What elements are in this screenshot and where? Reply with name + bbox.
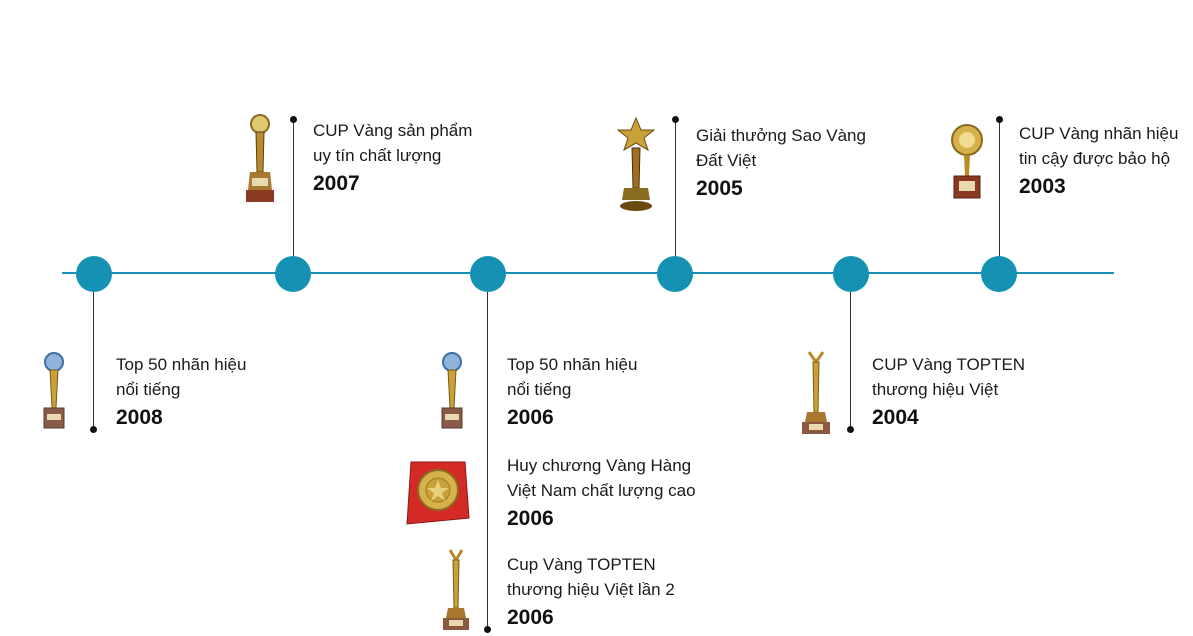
award-description: Việt Nam chất lượng cao	[507, 481, 696, 500]
award-description: Huy chương Vàng Hàng	[507, 456, 692, 475]
award-2006-topten: Cup Vàng TOPTEN thương hiệu Việt lần 2 2…	[507, 552, 675, 633]
connector-2003	[999, 120, 1000, 256]
award-description: Cup Vàng TOPTEN	[507, 555, 656, 574]
connector-dot-2003	[996, 116, 1003, 123]
timeline-node-2003	[981, 256, 1017, 292]
connector-2006	[487, 292, 488, 629]
award-2006-medal: Huy chương Vàng Hàng Việt Nam chất lượng…	[507, 453, 696, 534]
award-description: tin cậy được bảo hộ	[1019, 149, 1171, 168]
connector-dot-2007	[290, 116, 297, 123]
award-year: 2006	[507, 406, 554, 429]
connector-2007	[293, 120, 294, 256]
trophy-icon	[443, 549, 469, 630]
medal-icon	[406, 461, 470, 525]
award-description: nổi tiếng	[116, 380, 181, 399]
award-description: thương hiệu Việt	[872, 380, 999, 399]
award-year: 2003	[1019, 175, 1066, 198]
round-trophy-icon	[951, 124, 983, 199]
award-description: Giải thưởng Sao Vàng	[696, 126, 866, 145]
connector-2005	[675, 120, 676, 256]
star-trophy-icon	[616, 116, 656, 211]
award-description: CUP Vàng nhãn hiệu	[1019, 124, 1179, 143]
connector-dot-2005	[672, 116, 679, 123]
award-year: 2006	[507, 507, 554, 530]
award-description: nổi tiếng	[507, 380, 572, 399]
connector-dot-2008	[90, 426, 97, 433]
award-2007: CUP Vàng sản phẩm uy tín chất lượng 2007	[313, 118, 472, 199]
award-2003: CUP Vàng nhãn hiệu tin cậy được bảo hộ 2…	[1019, 121, 1178, 202]
award-description: Top 50 nhãn hiệu	[507, 355, 638, 374]
award-year: 2007	[313, 172, 360, 195]
connector-2004	[850, 292, 851, 429]
award-description: Top 50 nhãn hiệu	[116, 355, 247, 374]
timeline-node-2007	[275, 256, 311, 292]
award-year: 2004	[872, 406, 919, 429]
timeline-node-2006	[470, 256, 506, 292]
award-2008: Top 50 nhãn hiệu nổi tiếng 2008	[116, 352, 246, 433]
timeline-node-2004	[833, 256, 869, 292]
trophy-icon	[246, 114, 274, 202]
award-year: 2008	[116, 406, 163, 429]
timeline-node-2008	[76, 256, 112, 292]
trophy-icon	[43, 352, 65, 429]
award-description: Đất Việt	[696, 151, 757, 170]
award-2006-top50: Top 50 nhãn hiệu nổi tiếng 2006	[507, 352, 637, 433]
award-description: thương hiệu Việt lần 2	[507, 580, 675, 599]
timeline-axis	[62, 272, 1114, 274]
award-description: CUP Vàng TOPTEN	[872, 355, 1026, 374]
award-year: 2005	[696, 177, 743, 200]
connector-dot-2006	[484, 626, 491, 633]
timeline-node-2005	[657, 256, 693, 292]
trophy-icon	[802, 351, 830, 434]
award-description: uy tín chất lượng	[313, 146, 442, 165]
award-description: CUP Vàng sản phẩm	[313, 121, 473, 140]
award-year: 2006	[507, 606, 554, 629]
connector-dot-2004	[847, 426, 854, 433]
award-2004: CUP Vàng TOPTEN thương hiệu Việt 2004	[872, 352, 1025, 433]
connector-2008	[93, 292, 94, 429]
trophy-icon	[441, 352, 463, 429]
award-2005: Giải thưởng Sao Vàng Đất Việt 2005	[696, 123, 866, 204]
